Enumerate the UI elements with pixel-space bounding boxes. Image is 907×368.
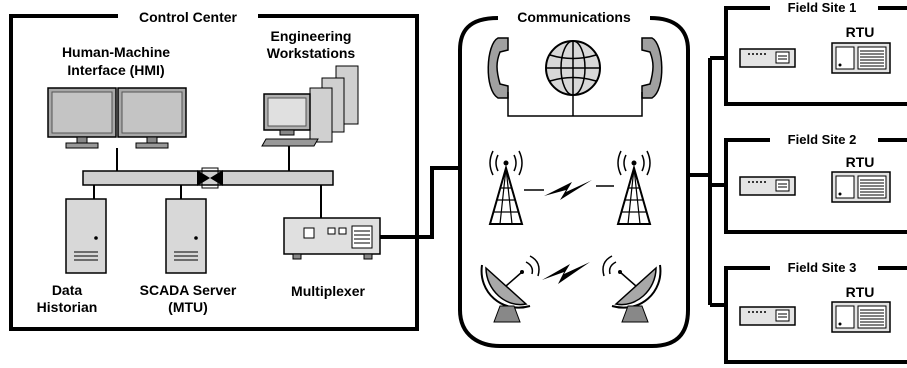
field-site-border [724, 6, 907, 106]
communications-border [458, 16, 690, 348]
field-site-border [724, 138, 907, 234]
rtu-icon [831, 301, 891, 333]
firewall-valve-icon [197, 167, 223, 189]
control-center: Control Center Human-Machine Interface (… [9, 9, 419, 331]
modem-icon [739, 306, 796, 326]
hmi-label-line1: Human-Machine [62, 44, 170, 60]
hmi-monitors-icon [47, 87, 187, 149]
radio-link-bolt-icon [524, 180, 614, 200]
engineering-workstations-icon [261, 65, 359, 147]
field-site-border [724, 266, 907, 364]
field-site-title: Field Site 3 [788, 260, 857, 275]
modem-icon [739, 48, 796, 68]
rtu-label: RTU [846, 154, 875, 170]
scada-label-line2: (MTU) [168, 299, 208, 315]
field-site-title: Field Site 1 [788, 0, 857, 15]
comm-field-links [688, 56, 726, 307]
radio-tower-right-icon [616, 150, 652, 225]
communications: Communications [458, 9, 690, 348]
mux-comm-link [380, 166, 462, 239]
satellite-link-bolt-icon [542, 262, 590, 284]
rtu-icon [831, 42, 891, 74]
control-center-title: Control Center [139, 9, 238, 25]
historian-label-line1: Data [52, 282, 83, 298]
hmi-label-line2: Interface (HMI) [67, 62, 164, 78]
data-historian-server-icon [65, 198, 107, 274]
engineering-label-line1: Engineering [271, 28, 352, 44]
rtu-label: RTU [846, 24, 875, 40]
scada-label-line1: SCADA Server [140, 282, 237, 298]
globe-icon [545, 40, 601, 96]
multiplexer-label: Multiplexer [291, 283, 365, 299]
modem-icon [739, 176, 796, 196]
rtu-label: RTU [846, 284, 875, 300]
field-site-3: Field Site 3 RTU [724, 260, 907, 364]
rtu-icon [831, 171, 891, 203]
control-center-border [9, 14, 419, 331]
communications-title: Communications [517, 9, 631, 25]
field-site-2: Field Site 2 RTU [724, 132, 907, 234]
field-site-1: Field Site 1 RTU [724, 0, 907, 106]
satellite-dish-right-icon [602, 255, 662, 323]
telephone-left-icon [487, 37, 509, 99]
engineering-label-line2: Workstations [267, 45, 356, 61]
historian-label-line2: Historian [37, 299, 98, 315]
telephone-right-icon [641, 37, 663, 99]
field-site-title: Field Site 2 [788, 132, 857, 147]
scada-server-icon [165, 198, 207, 274]
multiplexer-icon [283, 217, 381, 260]
radio-tower-left-icon [488, 150, 524, 225]
satellite-dish-left-icon [480, 255, 540, 323]
